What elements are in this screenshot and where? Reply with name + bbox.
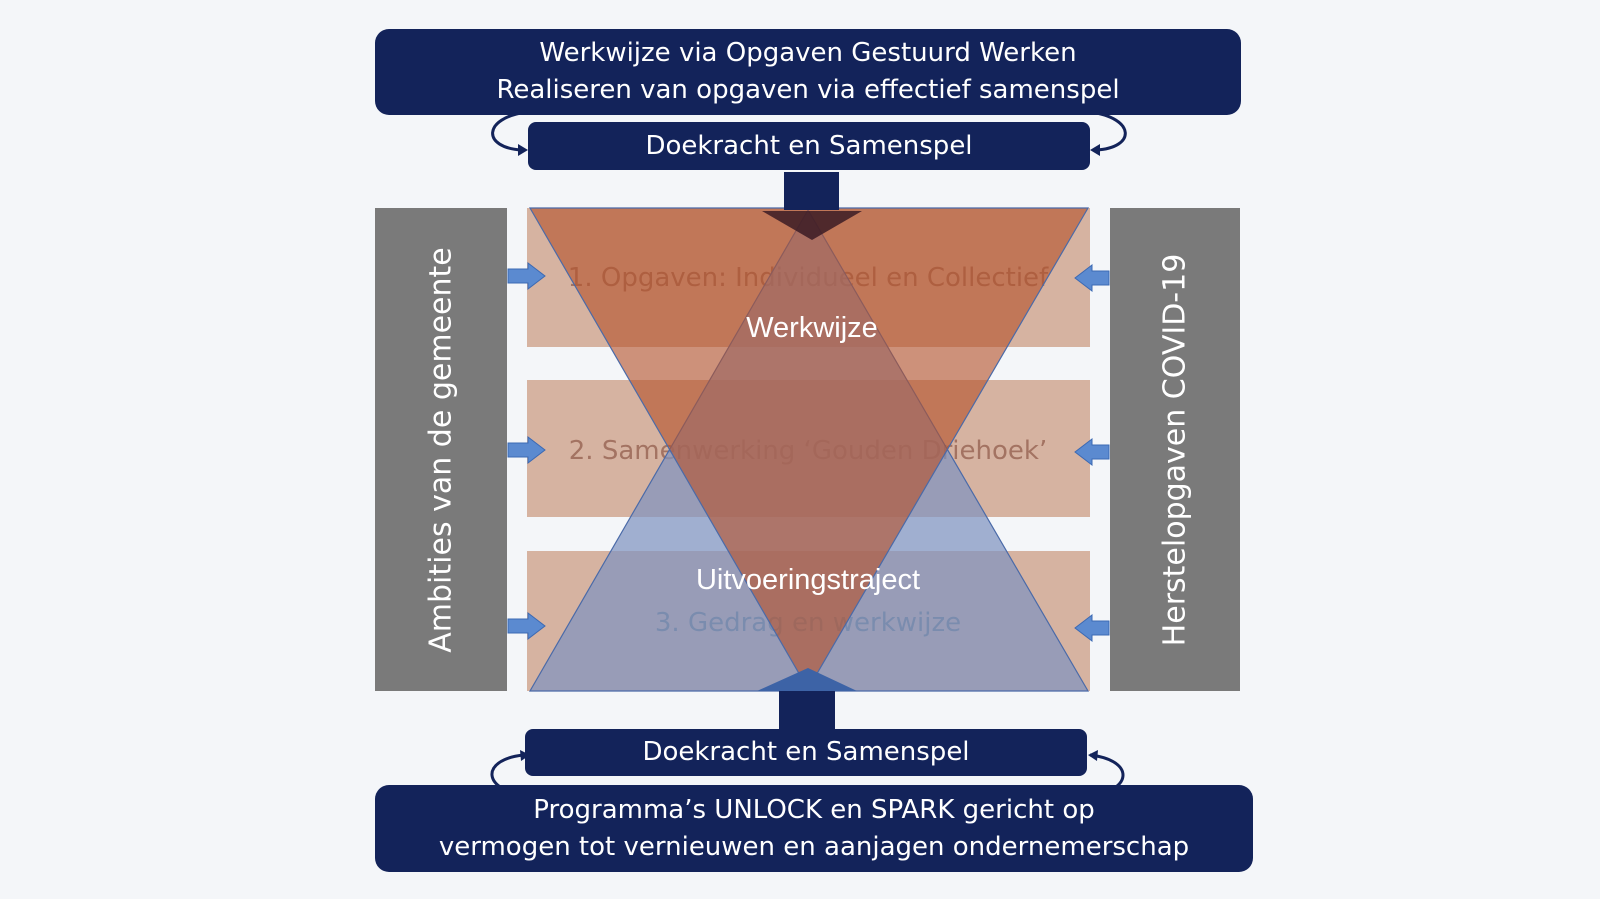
band-3 — [527, 551, 1090, 691]
top-doekracht-box: Doekracht en Samenspel — [528, 122, 1090, 170]
top-doekracht-label: Doekracht en Samenspel — [645, 130, 973, 161]
top-banner: Werkwijze via Opgaven Gestuurd Werken Re… — [375, 29, 1241, 115]
right-covid-bar: Herstelopgaven COVID-19 — [1110, 208, 1240, 691]
bottom-banner-line2: vermogen tot vernieuwen en aanjagen onde… — [438, 831, 1190, 862]
right-bar-label: Herstelopgaven COVID-19 — [1157, 253, 1193, 646]
right-arrow-3-icon — [1074, 613, 1110, 643]
top-connector — [784, 172, 839, 210]
top-banner-line1: Werkwijze via Opgaven Gestuurd Werken — [539, 38, 1077, 68]
bottom-doekracht-box: Doekracht en Samenspel — [525, 729, 1087, 776]
left-ambitions-bar: Ambities van de gemeente — [375, 208, 507, 691]
bottom-right-arrowhead-icon — [1088, 750, 1098, 761]
left-arrow-1-icon — [507, 261, 546, 291]
upward-triangle — [528, 208, 1090, 692]
top-right-curved-arrow-icon — [1089, 110, 1127, 152]
bottom-connector-tip — [757, 668, 857, 691]
band-3-label: 3. Gedrag en werkwijze — [655, 608, 961, 638]
downward-triangle — [528, 207, 1090, 691]
left-arrow-2-icon — [507, 435, 546, 465]
bottom-connector — [779, 689, 835, 729]
bottom-doekracht-label: Doekracht en Samenspel — [642, 737, 970, 767]
left-arrow-3-icon — [507, 611, 546, 641]
band-1 — [527, 208, 1090, 347]
top-connector-tip — [762, 211, 862, 240]
bottom-banner: Programma’s UNLOCK en SPARK gericht op v… — [375, 785, 1253, 872]
right-arrow-2-icon — [1074, 437, 1110, 467]
top-banner-line2: Realiseren van opgaven via effectief sam… — [496, 75, 1120, 105]
band-2-label: 2. Samenwerking ‘Gouden Driehoek’ — [569, 436, 1047, 466]
band-1-label: 1. Opgaven: Individueel en Collectief — [568, 263, 1049, 293]
top-left-arrowhead-icon — [518, 144, 528, 156]
uitvoeringstraject-label: Uitvoeringstraject — [696, 564, 920, 596]
top-left-curved-arrow-icon — [491, 110, 528, 152]
werkwijze-label: Werkwijze — [746, 312, 878, 344]
right-arrow-1-icon — [1074, 263, 1110, 293]
bottom-banner-line1: Programma’s UNLOCK en SPARK gericht op — [533, 794, 1095, 825]
left-bar-label: Ambities van de gemeente — [423, 246, 459, 653]
top-right-arrowhead-icon — [1090, 144, 1100, 156]
band-2 — [527, 380, 1090, 517]
